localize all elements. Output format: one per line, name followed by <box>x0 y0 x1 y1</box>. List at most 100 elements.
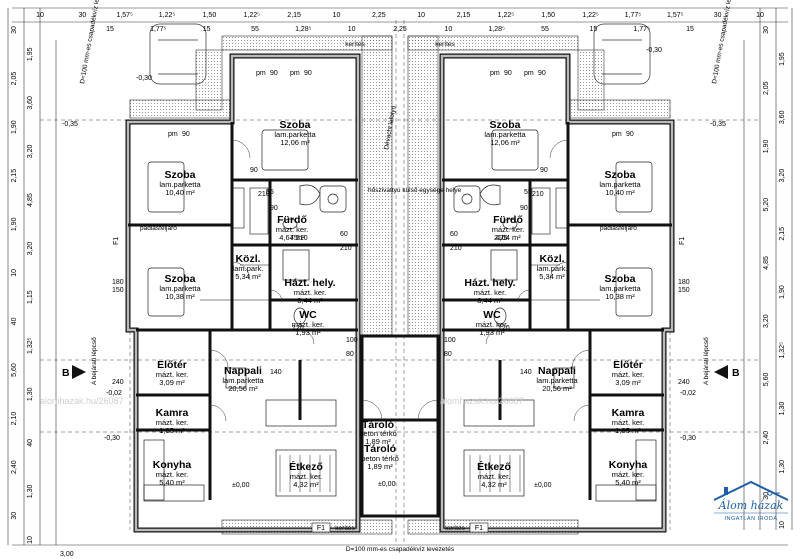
fence-label-bottom-right: kerítés <box>445 525 465 532</box>
door-dimension: 240 <box>678 379 690 386</box>
room-name-wc: WC <box>483 309 501 321</box>
room-floor-furdo: mázt. ker. <box>276 225 309 234</box>
door-dimension: 75 <box>500 235 508 242</box>
right-dimension-value: 3,60 <box>779 110 786 124</box>
top-dimension-value: 1,57⁵ <box>667 12 684 19</box>
room-name-wc: WC <box>299 309 317 321</box>
door-dimension: 180 <box>112 279 124 286</box>
level-minus-030: -0,30 <box>136 75 152 82</box>
door-dimension: 90 <box>270 205 278 212</box>
pm-label: pm <box>168 131 178 138</box>
logo-subtitle: INGATLAN IRODA <box>724 516 777 522</box>
room-area-haztart: 3,44 m² <box>477 296 503 305</box>
left-dimension-value: 1,90 <box>11 217 18 231</box>
top-dimension-value: 10 <box>417 12 425 19</box>
attic-access-left: padlásfeljáró <box>140 225 177 232</box>
right-dimension-value: 5,20 <box>763 198 770 212</box>
room-name-szoba_big: Szoba <box>280 119 311 131</box>
left-dimension-value: 4,85 <box>27 193 34 207</box>
room-name-tarolo: Tároló <box>362 419 394 431</box>
room-name-eloter: Előtér <box>613 359 643 371</box>
agency-logo: Álom házak INGATLAN IRODA <box>706 478 796 522</box>
left-dimension-value: 40 <box>27 439 34 447</box>
right-dimension-value: 5,60 <box>763 372 770 386</box>
pm-value: 90 <box>270 70 278 77</box>
pm-value: 90 <box>626 131 634 138</box>
right-dimension-value: 1,90 <box>779 285 786 299</box>
room-area-eloter: 3,09 m² <box>615 378 641 387</box>
room-floor-etkezo: mázt. ker. <box>290 472 323 481</box>
door-dimension: 90 <box>540 167 548 174</box>
door-dimension: 55 <box>266 189 274 196</box>
door-dimension: 90 <box>250 167 258 174</box>
room-name-kozl: Közl. <box>235 253 260 265</box>
door-dimension: 120 <box>292 325 304 332</box>
pm-value: 90 <box>304 70 312 77</box>
second-dimension-value: 1,77⁵ <box>633 26 650 33</box>
level-minus-002: -0,02 <box>680 390 696 397</box>
entrance-stairs-right: A bejárati lépcső <box>703 337 710 385</box>
top-dimension-value: 1,22⁵ <box>159 12 176 19</box>
room-area-kozl: 5,34 m² <box>235 272 261 281</box>
left-dimension-value: 1,30 <box>27 387 34 401</box>
f1-label: F1 <box>679 237 686 245</box>
door-dimension: 90 <box>520 205 528 212</box>
room-area-etkezo: 4,32 m² <box>293 480 319 489</box>
second-dimension-value: 55 <box>541 26 549 33</box>
top-dimension-value: 10 <box>333 12 341 19</box>
pm-value: 90 <box>182 131 190 138</box>
f1-label: F1 <box>475 525 483 532</box>
room-floor-szoba_big: lam.parketta <box>484 130 526 139</box>
room-name-nappali: Nappali <box>224 365 262 377</box>
door-dimension: 150 <box>678 287 690 294</box>
room-floor-szoba_2: lam.parketta <box>159 284 201 293</box>
room-area-eloter: 3,09 m² <box>159 378 185 387</box>
top-dimension-value: 30 <box>78 12 86 19</box>
level-zero: ±0,00 <box>534 482 552 489</box>
room-floor-nappali: lam.parketta <box>222 376 264 385</box>
door-dimension: 210 <box>340 245 352 252</box>
section-markers: B B A bejárati lépcső A bejárati lépcső <box>62 337 740 385</box>
watermark-right: alomhazak.hu/26087 <box>440 396 524 406</box>
room-area-tarolo: 1,89 m² <box>365 437 391 446</box>
room-name-eloter: Előtér <box>157 359 187 371</box>
left-dimensions: 301,952,053,601,903,202,154,851,903,2010… <box>11 26 34 544</box>
left-dimension-value: 3,20 <box>27 242 34 256</box>
pm-value: 90 <box>538 70 546 77</box>
attic-access-right: padlásfeljáró <box>600 225 637 232</box>
room-area-nappali: 20,56 m² <box>542 384 572 393</box>
pm-label: pm <box>612 131 622 138</box>
room-area-wc: 1,93 m² <box>295 328 321 337</box>
second-dimension-value: 55 <box>251 26 259 33</box>
f1-label: F1 <box>317 525 325 532</box>
room-floor-nappali: lam.parketta <box>536 376 578 385</box>
bottom-downpipe-label: D=100 mm-es csapadékvíz levezetés <box>346 546 455 553</box>
room-area-haztart: 3,44 m² <box>297 296 323 305</box>
room-name-etkezo: Étkező <box>289 460 323 473</box>
right-dimension-value: 1,30 <box>779 460 786 474</box>
door-dimension: 55 <box>524 189 532 196</box>
entrance-stairs-left: A bejárati lépcső <box>91 337 98 385</box>
room-floor-wc: mázt. ker. <box>476 320 509 329</box>
room-name-kamra: Kamra <box>612 407 645 419</box>
room-floor-kamra: mázt. ker. <box>612 418 645 427</box>
logo-title: Álom házak <box>718 498 784 512</box>
room-area-kamra: 1,85 m² <box>615 426 641 435</box>
room-floor-eloter: mázt. ker. <box>156 370 189 379</box>
top-dimension-value: 30 <box>714 12 722 19</box>
right-dimension-value: 10 <box>779 521 786 529</box>
door-dimension: 100 <box>444 337 456 344</box>
left-dimension-value: 3,20 <box>27 145 34 159</box>
door-dimension: 60 <box>450 231 458 238</box>
left-dimension-value: 10 <box>11 269 18 277</box>
room-floor-haztart: mázt. ker. <box>294 288 327 297</box>
room-area-kamra: 1,85 m² <box>159 426 185 435</box>
door-dimension: 140 <box>270 369 282 376</box>
top-dimension-value: 1,50 <box>541 12 555 19</box>
room-name-szoba_2: Szoba <box>605 273 636 285</box>
room-floor-kamra: mázt. ker. <box>156 418 189 427</box>
room-area-etkezo: 4,32 m² <box>481 480 507 489</box>
